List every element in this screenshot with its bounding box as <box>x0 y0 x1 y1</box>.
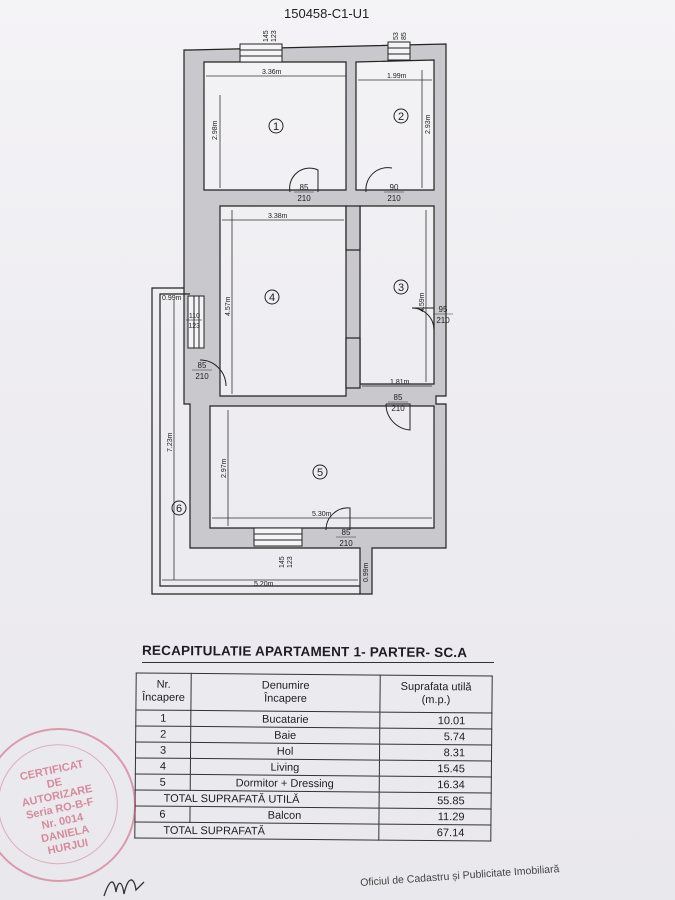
recap-table: Nr. Încapere Denumire Încapere Suprafata… <box>134 672 493 842</box>
svg-text:95: 95 <box>439 305 448 314</box>
svg-text:2.97m: 2.97m <box>221 458 228 478</box>
svg-text:85: 85 <box>401 32 408 40</box>
svg-text:4.57m: 4.57m <box>225 296 232 316</box>
svg-text:5.30m: 5.30m <box>312 511 332 518</box>
svg-text:210: 210 <box>391 404 405 413</box>
svg-text:4: 4 <box>269 292 275 304</box>
svg-text:3.36m: 3.36m <box>262 69 282 76</box>
svg-text:7.23m: 7.23m <box>167 432 174 452</box>
table-header-row: Nr. Încapere Denumire Încapere Suprafata… <box>135 672 493 714</box>
signature <box>103 879 145 897</box>
door-labels: 85 210 90 210 95 210 85 210 85 210 85 21… <box>192 183 453 548</box>
svg-text:123: 123 <box>188 323 200 330</box>
dimension-lines <box>162 70 432 581</box>
recap-title-underline <box>142 662 494 663</box>
outer-walls <box>183 43 447 595</box>
svg-text:1.99m: 1.99m <box>387 73 407 80</box>
hall-wall-upper <box>345 205 361 251</box>
hall-wall-lower <box>345 337 361 389</box>
svg-text:2: 2 <box>398 111 404 123</box>
svg-text:85: 85 <box>198 361 207 370</box>
floor-plan: 150458-C1-U1 <box>151 6 453 595</box>
header-name: Denumire Încapere <box>190 673 381 713</box>
window-labels: 145 123 53 85 110 123 145 123 <box>186 30 408 568</box>
svg-text:210: 210 <box>339 539 353 548</box>
svg-text:3.38m: 3.38m <box>268 213 288 220</box>
authorization-stamp: CERTIFICAT DE AUTORIZARE Seria RO-B-F Nr… <box>0 713 151 897</box>
plan-code: 150458-C1-U1 <box>284 6 369 21</box>
svg-text:145: 145 <box>263 30 270 42</box>
dimension-labels: 3.36m 1.99m 2.98m 2.93m 3.38m 4.57m 4.59… <box>162 69 432 588</box>
svg-text:210: 210 <box>436 316 450 325</box>
svg-text:85: 85 <box>342 528 351 537</box>
svg-text:2.98m: 2.98m <box>212 120 219 140</box>
svg-text:90: 90 <box>390 183 399 192</box>
balcony-outline <box>151 287 360 595</box>
windows <box>187 41 411 547</box>
svg-text:1.81m: 1.81m <box>390 379 410 386</box>
door-swings <box>199 167 435 531</box>
room-markers: 1 2 3 4 5 6 <box>171 108 409 516</box>
svg-text:123: 123 <box>287 556 294 568</box>
svg-text:210: 210 <box>297 194 311 203</box>
recap-title: RECAPITULATIE APARTAMENT 1- PARTER- SC.A <box>141 642 468 661</box>
svg-text:210: 210 <box>195 372 209 381</box>
svg-text:53: 53 <box>393 32 400 40</box>
header-nr: Nr. Încapere <box>135 672 192 711</box>
svg-text:5.20m: 5.20m <box>254 581 274 588</box>
svg-text:5: 5 <box>317 467 323 479</box>
svg-text:0.99m: 0.99m <box>363 562 370 582</box>
total-row: TOTAL SUPRAFATĂ 67.14 <box>134 821 491 842</box>
svg-text:123: 123 <box>271 30 278 42</box>
svg-text:85: 85 <box>300 183 309 192</box>
svg-text:145: 145 <box>279 556 286 568</box>
svg-text:0.99m: 0.99m <box>162 295 182 302</box>
svg-text:1: 1 <box>273 121 279 133</box>
svg-text:85: 85 <box>394 393 403 402</box>
header-area: Suprafata utilă (m.p.) <box>379 675 493 714</box>
svg-text:210: 210 <box>387 194 401 203</box>
svg-text:110: 110 <box>189 313 200 320</box>
svg-text:2.93m: 2.93m <box>425 114 432 134</box>
svg-text:3: 3 <box>398 282 404 294</box>
svg-text:4.59m: 4.59m <box>419 292 426 312</box>
svg-text:6: 6 <box>176 503 182 515</box>
office-stamp-text: Oficiul de Cadastru și Publicitate Imobi… <box>359 863 560 889</box>
